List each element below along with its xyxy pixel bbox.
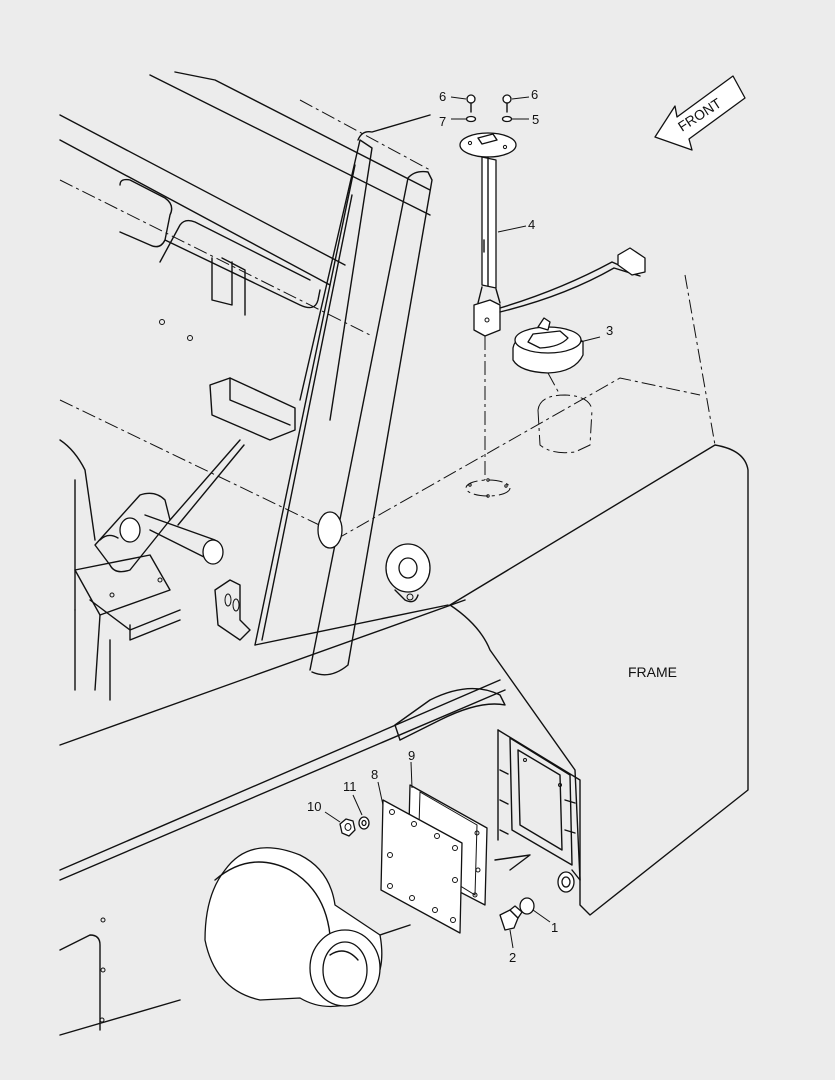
inspection-cover-assembly (324, 761, 488, 934)
callout-10: 10 (307, 799, 321, 814)
callout-3: 3 (606, 323, 613, 338)
lower-left-plate (59, 917, 181, 1036)
internal-details (59, 178, 321, 701)
side-bushing (317, 511, 431, 603)
drain-plug-assembly (499, 871, 575, 949)
callout-6-right: 6 (531, 87, 538, 102)
callout-4: 4 (528, 217, 535, 232)
callout-1: 1 (551, 920, 558, 935)
front-direction-arrow: FRONT (654, 75, 746, 151)
fuel-filler-cap (512, 317, 601, 454)
callout-9: 9 (408, 748, 415, 763)
frame-opening (394, 687, 581, 881)
frame-body (59, 71, 749, 916)
callout-8: 8 (371, 767, 378, 782)
vertical-pillars (254, 114, 433, 676)
frame-label: FRAME (628, 664, 677, 680)
sender-mount-hole (465, 478, 511, 498)
callout-5: 5 (532, 112, 539, 127)
axle-hub (204, 847, 411, 1008)
callout-2: 2 (509, 950, 516, 965)
fuel-sender-unit (450, 94, 646, 480)
callout-11: 11 (343, 779, 357, 794)
callout-6-left: 6 (439, 89, 446, 104)
callout-7: 7 (439, 114, 446, 129)
